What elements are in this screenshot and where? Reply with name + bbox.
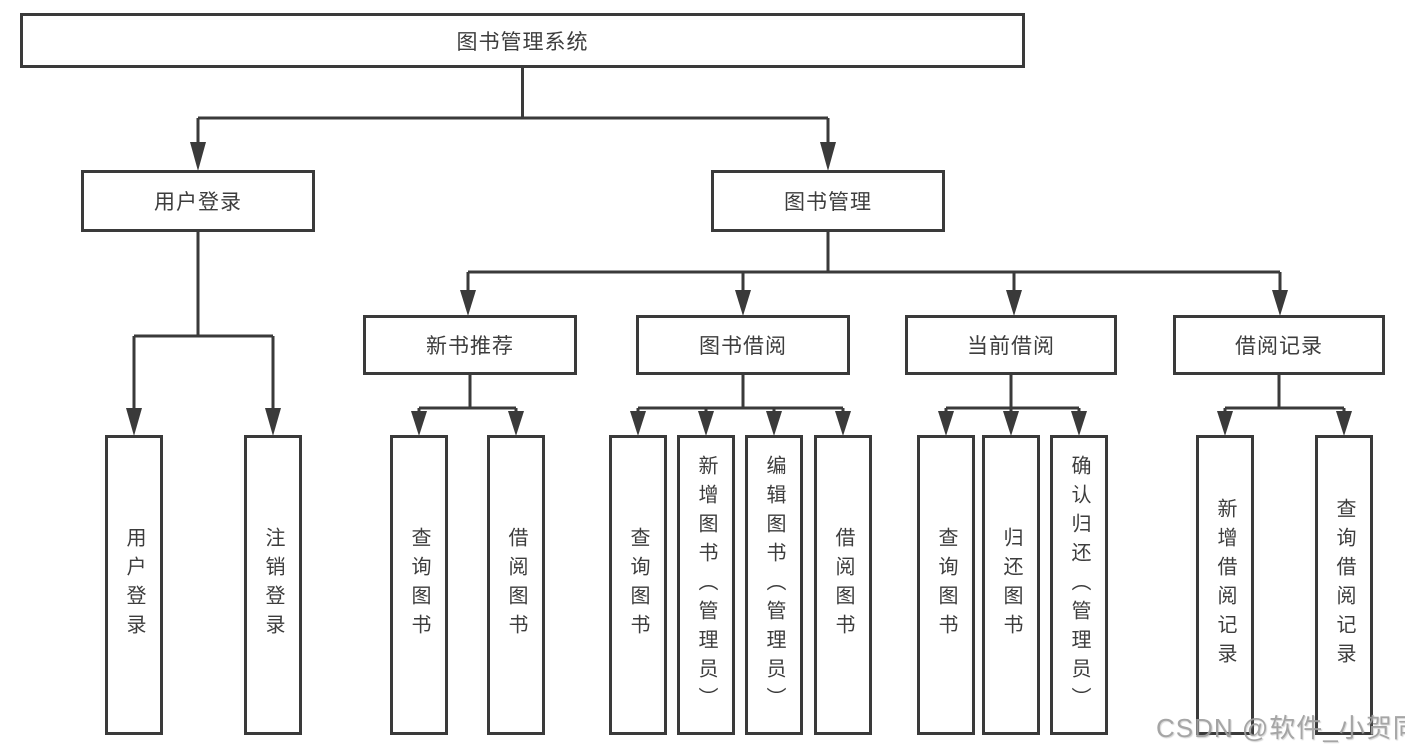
node-borrow-records: 借阅记录 bbox=[1173, 315, 1385, 375]
arrowhead bbox=[1336, 411, 1352, 436]
leaf-user-login: 用户登录 bbox=[105, 435, 163, 735]
connector-book-borrow-group bbox=[636, 375, 845, 413]
node-book-management: 图书管理 bbox=[711, 170, 945, 232]
leaf-logout: 注销登录 bbox=[244, 435, 302, 735]
connector-borrow-records-group bbox=[1223, 375, 1346, 413]
arrowhead bbox=[1006, 290, 1022, 316]
node-current-borrowing: 当前借阅 bbox=[905, 315, 1117, 375]
arrowhead bbox=[735, 290, 751, 316]
arrowhead bbox=[1071, 411, 1087, 436]
leaf-query-books-borrowing: 查询图书 bbox=[609, 435, 667, 735]
leaf-edit-books-admin: 编辑图书（管理员） bbox=[745, 435, 803, 735]
arrowhead bbox=[126, 408, 142, 436]
node-user-login: 用户登录 bbox=[81, 170, 315, 232]
arrowhead bbox=[1003, 411, 1019, 436]
leaf-return-books: 归还图书 bbox=[982, 435, 1040, 735]
node-new-book-recommendation: 新书推荐 bbox=[363, 315, 577, 375]
leaf-borrow-books-borrowing: 借阅图书 bbox=[814, 435, 872, 735]
connector-root-to-level2 bbox=[196, 68, 830, 142]
leaf-query-books-recommend: 查询图书 bbox=[390, 435, 448, 735]
arrowhead bbox=[820, 142, 836, 171]
arrowhead bbox=[1272, 290, 1288, 316]
arrowhead bbox=[460, 290, 476, 316]
connector-user-login-group bbox=[132, 232, 275, 410]
arrowhead bbox=[938, 411, 954, 436]
connector-book-management-group bbox=[466, 232, 1282, 292]
arrowhead bbox=[766, 411, 782, 436]
arrowhead bbox=[835, 411, 851, 436]
arrowhead bbox=[630, 411, 646, 436]
leaf-add-borrow-record: 新增借阅记录 bbox=[1196, 435, 1254, 735]
connector-new-book-group bbox=[417, 375, 518, 413]
node-root: 图书管理系统 bbox=[20, 13, 1025, 68]
arrowhead bbox=[190, 142, 206, 171]
watermark: CSDN @软件_小贺同学 bbox=[1156, 713, 1405, 743]
leaf-borrow-books-recommend: 借阅图书 bbox=[487, 435, 545, 735]
arrowhead bbox=[265, 408, 281, 436]
arrowhead bbox=[508, 411, 524, 436]
arrowhead bbox=[698, 411, 714, 436]
arrowhead bbox=[411, 411, 427, 436]
leaf-query-borrow-record: 查询借阅记录 bbox=[1315, 435, 1373, 735]
arrowhead bbox=[1217, 411, 1233, 436]
leaf-query-books-current: 查询图书 bbox=[917, 435, 975, 735]
leaf-add-books-admin: 新增图书（管理员） bbox=[677, 435, 735, 735]
node-book-borrowing: 图书借阅 bbox=[636, 315, 850, 375]
connector-current-borrow-group bbox=[944, 375, 1081, 413]
leaf-confirm-return-admin: 确认归还（管理员） bbox=[1050, 435, 1108, 735]
